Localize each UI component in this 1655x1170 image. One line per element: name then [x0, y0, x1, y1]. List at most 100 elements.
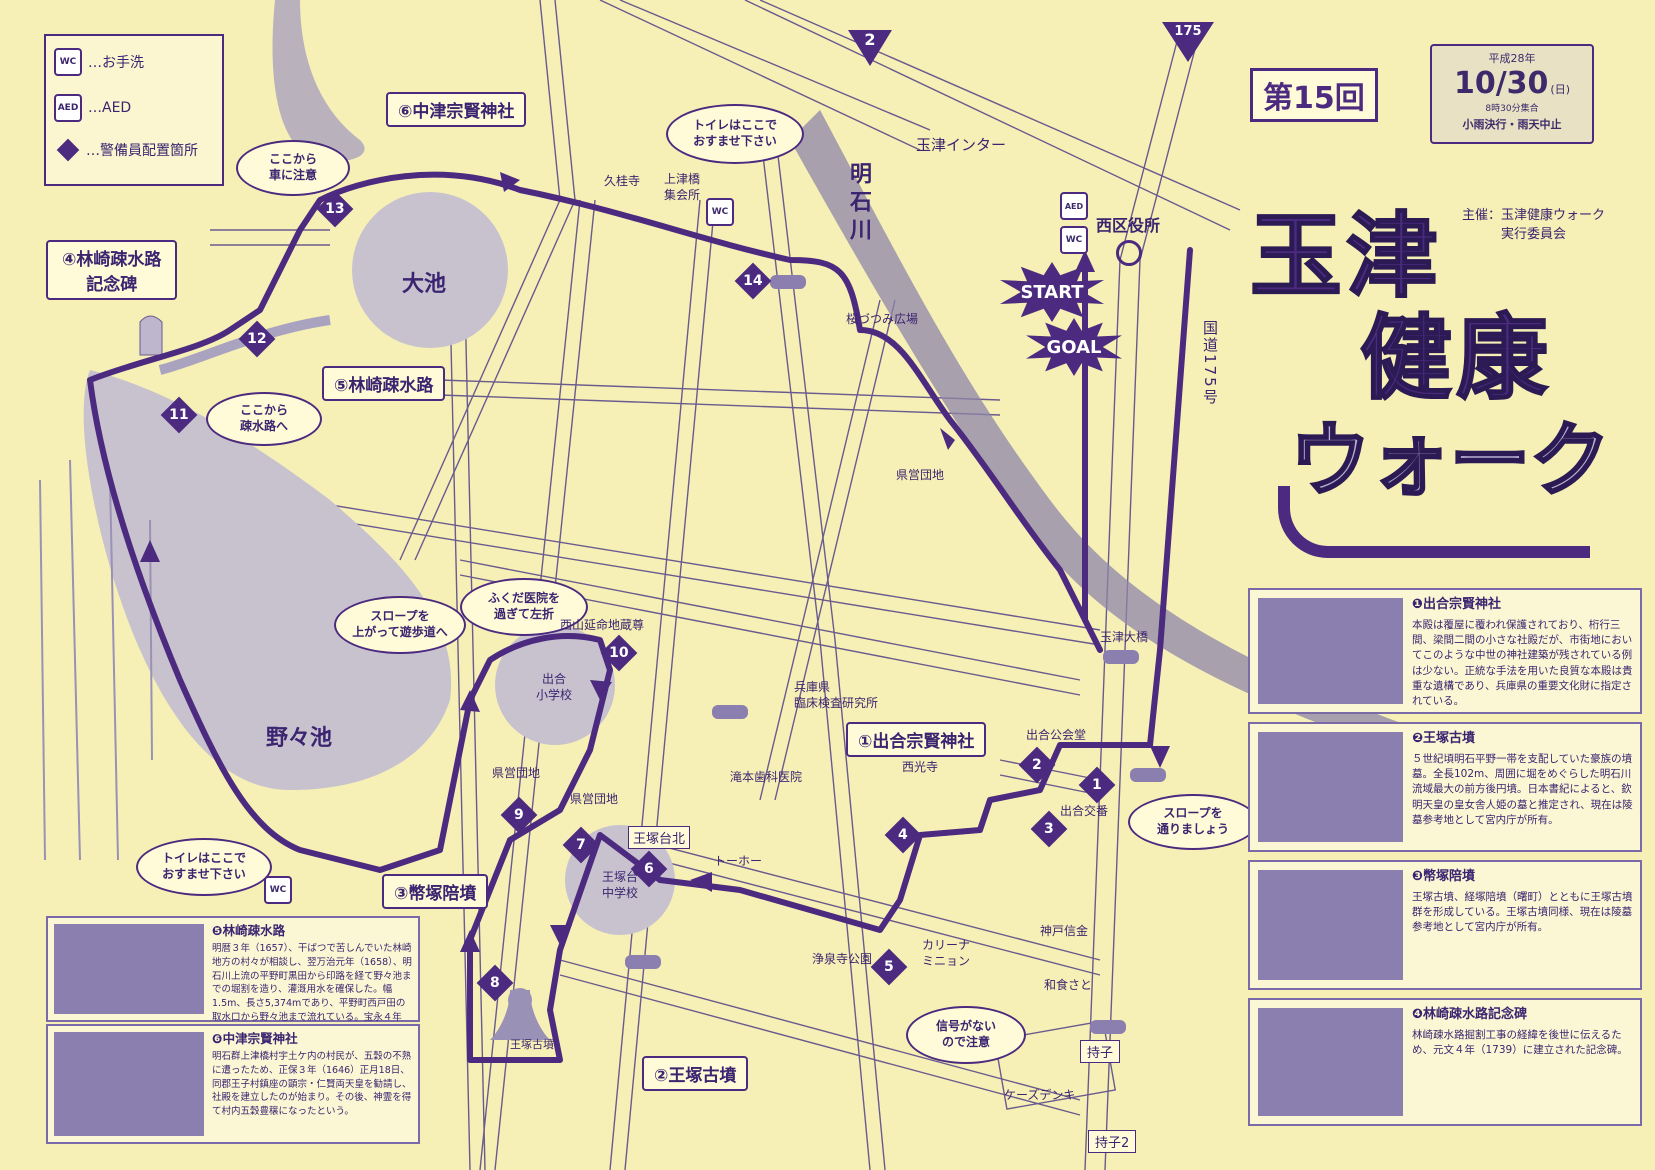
panel3-text: 王塚古墳、経塚陪墳（曙町）とともに王塚古墳群を形成している。王塚古墳同様、現在は…: [1412, 890, 1633, 934]
route-arrows: [140, 172, 1170, 952]
oike-pond: [352, 192, 508, 348]
edition-badge: 第15回: [1250, 68, 1378, 122]
label-mochiko: 持子: [1080, 1040, 1121, 1063]
bubble-slope-pass: スロープを通りましょう: [1128, 794, 1258, 850]
route2-number: 2: [864, 30, 876, 49]
bubble-to-canal: ここから疎水路へ: [206, 392, 322, 446]
bubble-car-caution: ここから車に注意: [236, 140, 350, 196]
date-era: 平成28年: [1488, 52, 1536, 65]
label-route175: 国道175号: [1201, 320, 1219, 406]
label-saikoji: 西光寺: [902, 760, 939, 774]
info-panel-nakatsu: ❻中津宗賢神社明石群上津橋村宇土ケ内の村民が、五穀の不熟に遭ったため、正保３年（…: [46, 1024, 420, 1144]
photo-memorial: [1258, 1008, 1403, 1116]
photo-canal: [54, 924, 204, 1014]
map-legend: WC …お手洗 AED …AED …警備員配置箇所: [44, 34, 224, 186]
info-panel-memorial: ❹林崎疎水路記念碑林崎疎水路掘割工事の経緯を後世に伝えるため、元文４年（1739…: [1248, 998, 1642, 1126]
label-kenei-center: 県営団地: [570, 792, 619, 806]
diamond-icon: [56, 138, 80, 162]
title-swoosh: [1278, 486, 1590, 558]
pill-memorial-line2: 記念碑: [86, 275, 138, 295]
bubble-no-signal: 信号がないので注意: [906, 1006, 1026, 1064]
label-josenji: 浄泉寺公園: [812, 952, 873, 966]
panel5-text: 明暦３年（1657）、干ばつで苦しんでいた林崎地方の村々が相談し、翌万治元年（1…: [212, 943, 412, 1037]
pill-memorial-line1: ④林崎疎水路: [62, 250, 162, 270]
assembly-time: 8時30分集合: [1485, 104, 1539, 114]
label-ksdenki: ケーズデンキ: [1004, 1088, 1076, 1102]
toilet-icon: WC: [54, 48, 82, 76]
toilet-icon: WC: [706, 198, 734, 226]
pill-otsuka: ②王塚古墳: [642, 1056, 749, 1091]
date-signboard: 平成28年 10/30 (日) 8時30分集合 小雨決行・雨天中止: [1430, 44, 1594, 144]
title-line2: 健康: [1359, 304, 1553, 413]
info-panel-canal: ❺林崎疎水路明暦３年（1657）、干ばつで苦しんでいた林崎地方の村々が相談し、翌…: [46, 916, 420, 1037]
label-otsukadai-kita: 王塚台北: [628, 826, 691, 849]
legend-guard-label: …警備員配置箇所: [86, 143, 198, 159]
organizer: 主催：玉津健康ウォーク 実行委員会: [1462, 204, 1605, 242]
date-line: 10/30 (日): [1432, 66, 1592, 101]
legend-toilet: WC …お手洗: [54, 48, 144, 76]
canal: [158, 315, 331, 375]
label-akashigawa: 明石川: [846, 162, 871, 246]
route175-sign: [1162, 22, 1214, 62]
label-nishiyama: 西山延命地蔵尊: [560, 618, 645, 632]
traffic-lights: [625, 275, 1166, 1034]
akashi-river: [790, 110, 1420, 760]
pill-deai-shrine: ①出合宗賢神社: [846, 722, 987, 757]
route175-number: 175: [1174, 24, 1202, 39]
label-otsuka-kofun: 王塚古墳: [510, 1038, 554, 1051]
ward-office-marker-icon: [1116, 240, 1142, 266]
panel1-text: 本殿は覆屋に覆われ保護されており、桁行三間、梁間二間の小さな社殿だが、市街地にお…: [1412, 618, 1633, 707]
pill-hayashizaki-memorial: ④林崎疎水路 記念碑: [46, 240, 178, 300]
bubble-fukuda-left: ふくだ医院を過ぎて左折: [460, 578, 588, 636]
toilet-icon: WC: [1060, 226, 1088, 254]
label-nishiku: 西区役所: [1096, 216, 1161, 235]
bubble-toilet-bottom: トイレはここでおすませ下さい: [136, 838, 272, 896]
weather-note: 小雨決行・雨天中止: [1462, 118, 1562, 131]
label-takimoto: 滝本歯科医院: [730, 770, 803, 784]
info-panel-deai-shrine: ❶出合宗賢神社本殿は覆屋に覆われ保護されており、桁行三間、梁間二間の小さな社殿だ…: [1248, 588, 1642, 714]
label-kenei-west: 県営団地: [492, 766, 541, 780]
panel2-title: ❷王塚古墳: [1412, 731, 1476, 746]
legend-aed-label: …AED: [88, 100, 132, 116]
deai-school-ground: [495, 625, 615, 745]
route2-sign: [848, 30, 892, 66]
date-main: 10/30: [1453, 66, 1549, 101]
label-deai-kominkan: 出合公会堂: [1026, 728, 1087, 742]
label-tamatsu-ic: 玉津インター: [916, 136, 1007, 154]
panel6-text: 明石群上津橋村宇土ケ内の村民が、五穀の不熟に遭ったため、正保３年（1646）正月…: [212, 1051, 412, 1118]
label-washoku: 和食さと: [1044, 978, 1093, 992]
photo-heizuka: [1258, 870, 1403, 980]
aed-icon: AED: [1060, 192, 1088, 220]
panel4-text: 林崎疎水路掘割工事の経緯を後世に伝えるため、元文４年（1739）に建立された記念…: [1412, 1028, 1628, 1057]
photo-deai-shrine: [1258, 598, 1403, 704]
label-otsukadai-chu: 王塚台中学校: [602, 870, 639, 900]
aed-icon: AED: [54, 94, 82, 122]
walking-route: [87, 171, 1193, 1063]
label-sakura: 桜づつみ広場: [846, 312, 919, 326]
bubble-toilet-top: トイレはここでおすませ下さい: [666, 104, 804, 164]
label-tamatsu-ohashi: 玉津大橋: [1100, 630, 1149, 644]
pill-nakatsu-shrine: ⑥中津宗賢神社: [386, 92, 527, 127]
label-hyogo-lab: 兵庫県臨床検査研究所: [794, 680, 879, 710]
info-panel-heizuka: ❸幣塚陪墳王塚古墳、経塚陪墳（曙町）とともに王塚古墳群を形成している。王塚古墳同…: [1248, 860, 1642, 990]
memorial-stone-icon: [139, 315, 163, 356]
pill-heizuka: ③幣塚陪墳: [382, 874, 489, 909]
panel1-title: ❶出合宗賢神社: [1412, 597, 1502, 612]
label-deai-kosaban: 出合交番: [1060, 804, 1109, 818]
organizer-line2: 実行委員会: [1501, 227, 1567, 242]
title-line1: 玉津: [1249, 202, 1443, 311]
upper-stream: [272, 0, 365, 161]
label-deai-school: 出合小学校: [536, 672, 573, 702]
panel3-title: ❸幣塚陪墳: [1412, 869, 1476, 884]
nonoike-pond: [83, 370, 452, 790]
photo-nakatsu: [54, 1032, 204, 1136]
label-karina: カリーナミニョン: [922, 938, 971, 968]
photo-otsuka: [1258, 732, 1403, 842]
panel6-title: ❻中津宗賢神社: [212, 1031, 298, 1046]
label-nonoike: 野々池: [266, 726, 333, 751]
label-kyukeiji: 久桂寺: [604, 174, 641, 188]
otsuka-kofun-mound: [508, 988, 532, 1012]
